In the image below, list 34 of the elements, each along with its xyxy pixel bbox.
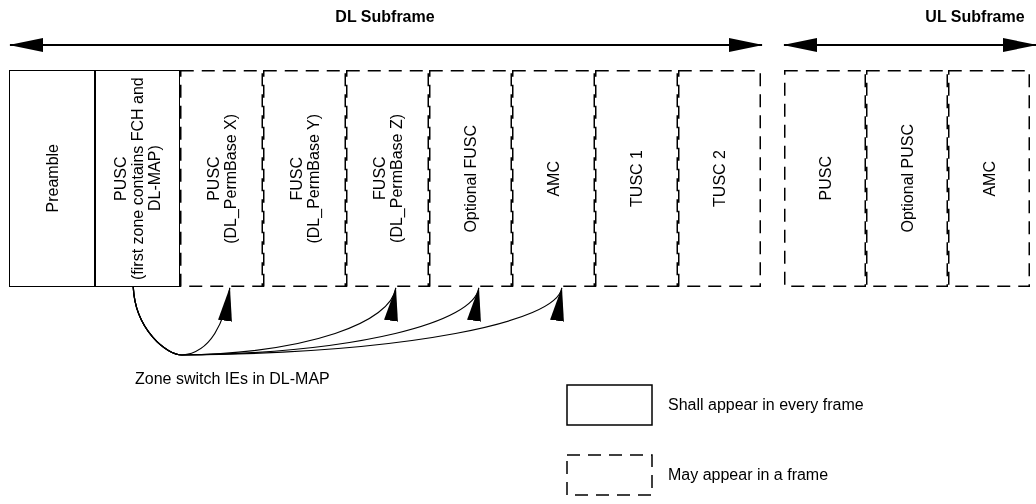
zone-label: AMC: [545, 160, 562, 197]
zone-label: PUSC: [816, 156, 834, 201]
zone-box: [429, 70, 512, 287]
zone-label: TUSC 1: [628, 150, 645, 207]
legend-text: Shall appear in every frame: [668, 396, 864, 414]
zone-label: (DL_PermBase X): [221, 113, 239, 244]
zone-label: TUSC 2: [711, 150, 728, 207]
zone-label: Optional PUSC: [898, 124, 916, 233]
span-label: UL Subframe: [925, 8, 1025, 26]
zone-label: FUSC: [287, 155, 305, 203]
note-text: Zone switch IEs in DL-MAP: [135, 370, 330, 388]
zone-box: [346, 70, 429, 287]
zone-box: [180, 70, 263, 287]
zone-box: [784, 70, 866, 287]
zone-box: [866, 70, 948, 287]
zone-box: [595, 70, 678, 287]
zone-label: Preamble: [43, 144, 61, 213]
zone-box: [9, 70, 95, 287]
zone-label: (DL_PermBase Z): [387, 114, 405, 243]
zone-label: AMC: [980, 160, 998, 197]
zone-label: FUSC: [370, 155, 388, 203]
curved-arrow: [132, 286, 563, 356]
zone-box: [512, 70, 595, 287]
zone-box: [678, 70, 761, 287]
zone-box: [948, 70, 1030, 287]
zone-label: (first zone contains FCH and DL-MAP): [129, 76, 163, 282]
zone-box: [263, 70, 346, 287]
legend-text: May appear in a frame: [668, 466, 829, 484]
zone-label: (DL_PermBase Y): [304, 113, 322, 244]
zone-box: [95, 70, 180, 287]
zone-label: PUSC: [204, 155, 222, 203]
zone-label: Optional FUSC: [462, 124, 479, 233]
span-label: DL Subframe: [335, 8, 435, 26]
zone-label: PUSC: [112, 155, 129, 203]
